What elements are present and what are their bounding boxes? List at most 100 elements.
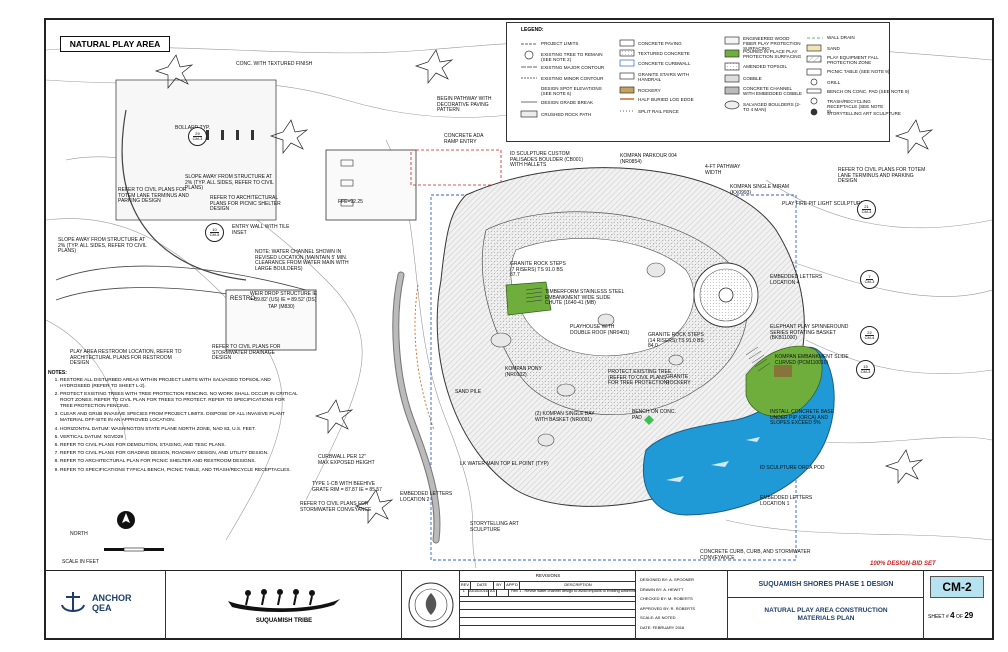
label-restroom: RESTRO	[230, 296, 256, 302]
label-kompan-single: KOMPAN SINGLE MIRAM (KX0993)	[730, 184, 790, 196]
legend-grade-break: DESIGN GRADE BREAK	[541, 100, 594, 105]
legend-sand: SAND	[827, 46, 840, 51]
canoe-logo-icon	[228, 589, 340, 612]
label-story-art: STORYTELLING ART SCULPTURE	[470, 521, 519, 533]
legend-bench: BENCH ON CONC. PAD (SEE NOTE 9)	[827, 89, 910, 94]
drawn-by: DRAWN BY: A. HEWITT	[640, 586, 684, 592]
legend-poured-in-place: POURED IN PLACE PLAY PROTECTION SURFACIN…	[743, 49, 802, 59]
label-begin-path: BEGIN PATHWAY WITH DECORATIVE PAVING PAT…	[437, 96, 492, 114]
revisions-title: REVISIONS	[535, 573, 561, 578]
legend-split-rail: SPLIT RAIL FENCE	[638, 109, 679, 114]
label-ffe: FFE=92.25	[338, 199, 363, 205]
label-pathway-width: 4-FT PATHWAY WIDTH	[705, 164, 741, 176]
company-logo-cell: ANCHOR QEA	[46, 571, 166, 639]
signature-block: DESIGNED BY: A. SPOONER DRAWN BY: A. HEW…	[636, 571, 728, 639]
label-refer-arch: REFER TO ARCHITECTURAL PLANS FOR PICNIC …	[210, 195, 281, 213]
legend-granite-stairs: GRANITE STAIRS WITH HANDRAIL	[638, 72, 689, 82]
rev-col-rev: REV	[460, 582, 471, 589]
legend-concrete-curbwall: CONCRETE CURBWALL	[638, 61, 691, 66]
approved-by: APPROVED BY: R. ROBERTS	[640, 605, 696, 611]
project-title: SUQUAMISH SHORES PHASE 1 DESIGN	[758, 581, 894, 588]
label-elephant: ELEPHANT PLAY SPINNEROUND SERIES ROTATIN…	[770, 324, 849, 342]
site-plan	[46, 20, 992, 568]
rev-col-description: DESCRIPTION	[564, 582, 592, 587]
legend-fall-protection: PLAY EQUIPMENT FALL PROTECTION ZONE	[827, 55, 879, 65]
legend-title: LEGEND:	[521, 27, 544, 33]
sheet-section-title: NATURAL PLAY AREA	[60, 36, 170, 52]
label-embedded-letters-4: EMBEDDED LETTERS LOCATION 4	[770, 274, 823, 286]
legend-rockery: ROCKERY	[638, 88, 661, 93]
revision-row: 1 03/10/2016 AS Rev 1 - Revise water cha…	[460, 589, 636, 597]
legend-wall-drain: WALL DRAIN	[827, 35, 855, 40]
notes-title: NOTES:	[48, 370, 67, 376]
label-tap: TAP (M830)	[268, 304, 295, 310]
note-item: REFER TO ARCHITECTURAL PLAN FOR PICNIC S…	[60, 459, 298, 465]
label-install-concrete: INSTALL CONCRETE BASE UNDER PIP (ORCA) A…	[770, 409, 834, 427]
seal-cell	[402, 571, 460, 639]
label-firepit: PLAY FIRE PIT LIGHT SCULPTURE	[782, 201, 864, 207]
sheet-num: 4	[950, 611, 955, 620]
legend-symbols	[520, 36, 823, 118]
label-embedded-letters-2: EMBEDDED LETTERS LOCATION 2	[400, 491, 453, 503]
label-water-main: LK WATER MAIN TOP EL POINT (TYP)	[460, 461, 549, 467]
sheet-border	[44, 18, 994, 640]
label-refer-civil-storm-2: REFER TO CIVIL PLANS FOR STORMWATER CONV…	[300, 501, 372, 513]
legend-trash: TRASH/RECYCLING RECEPTACLE (SEE NOTE 9)	[827, 99, 884, 114]
legend-concrete-paving: CONCRETE PAVING	[638, 41, 682, 46]
label-kompan-slide: KOMPAN EMBANKMENT SLIDE CURVED (PCM11001…	[775, 354, 849, 366]
plan-drawing	[46, 39, 992, 568]
rev-by: AS	[489, 589, 498, 596]
label-parkour: KOMPAN PARKOUR 004 (NR0854)	[620, 153, 677, 165]
design-bid-stamp: 100% DESIGN-BID SET	[870, 561, 936, 567]
label-kompan-bay: (2) KOMPAN SINGLE BAY WITH BASKET (NR009…	[535, 411, 595, 423]
note-item: VERTICAL DATUM: NGVD29	[60, 435, 298, 441]
label-palisades: ID SCULPTURE CUSTOM PALISADES BOULDER (C…	[510, 151, 583, 169]
label-granite-steps-2: GRANITE ROCK STEPS (14 RISERS) TS 91.0 B…	[648, 332, 704, 350]
label-protect-tree: PROTECT EXISTING TREE (REFER TO CIVIL PL…	[608, 369, 672, 387]
tribe-name: SUQUAMISH TRIBE	[255, 618, 313, 624]
tribe-logo-cell: SUQUAMISH TRIBE	[166, 571, 402, 639]
sheet-total: 29	[964, 611, 974, 620]
note-item: RESTORE ALL DISTURBED AREAS WITHIN PROJE…	[60, 378, 298, 390]
legend: LEGEND:	[506, 22, 909, 142]
label-sand-pile: SAND PILE	[455, 389, 482, 395]
label-granite-rockery: GRANITE ROCKERY	[666, 374, 691, 386]
legend-project-limits: PROJECT LIMITS	[541, 41, 579, 46]
general-notes: NOTES: RESTORE ALL DISTURBED AREAS WITHI…	[48, 370, 298, 476]
date-note: DATE: FEBRUARY 2016	[640, 624, 685, 630]
revisions-block: REVISIONS REV DATE BY APP'D DESCRIPTION …	[460, 571, 636, 639]
label-conc-textured: CONC. WITH TEXTURED FINISH	[236, 61, 313, 67]
rev-date: 03/10/2016	[469, 589, 489, 596]
sheet-prefix: SHEET #	[928, 614, 949, 620]
designed-by: DESIGNED BY: A. SPOONER	[640, 577, 695, 582]
label-bench-conc: BENCH ON CONC. PAD	[632, 409, 676, 421]
label-restroom-location: PLAY AREA RESTROOM LOCATION, REFER TO AR…	[70, 349, 182, 367]
legend-textured-concrete: TEXTURED CONCRETE	[638, 51, 690, 56]
legend-wood-fiber: ENGINEERED WOOD FIBER PLAY PROTECTION SU…	[743, 36, 801, 51]
label-scale: SCALE IN FEET	[62, 559, 99, 565]
note-item: HORIZONTAL DATUM: WASHINGTON STATE PLANE…	[60, 427, 298, 433]
legend-major-contour: EXISTING MAJOR CONTOUR	[541, 65, 605, 70]
company-name: ANCHOR QEA	[92, 593, 132, 613]
legend-picnic-table: PICNIC TABLE (SEE NOTE 9)	[827, 69, 890, 74]
sheet-number: SHEET # 4 OF 29	[928, 611, 973, 620]
legend-salvaged-boulders: SALVAGED BOULDERS (2-TO 4 MAN)	[743, 102, 801, 112]
anchor-icon	[61, 592, 85, 612]
sheet-of-label: OF	[955, 614, 963, 620]
legend-storytelling: STORYTELLING ART SCULPTURE	[827, 111, 901, 116]
label-timberform: TIMBERFORM STAINLESS STEEL EMBANKMENT WI…	[545, 289, 625, 307]
legend-crushed-rock: CRUSHED ROCK PATH	[541, 112, 592, 117]
note-item: REFER TO CIVIL PLANS FOR DEMOLITION, STA…	[60, 443, 298, 449]
note-item: REFER TO SPECIFICATIONS TYPICAL BENCH, P…	[60, 468, 298, 474]
label-ada-ramp: CONCRETE ADA RAMP ENTRY	[444, 133, 484, 145]
note-item: REFER TO CIVIL PLANS FOR GRADING DESIGN,…	[60, 451, 298, 457]
rev-appd	[497, 589, 510, 596]
label-curbwall: CURBWALL PER 12" MAX EXPOSED HEIGHT	[318, 454, 375, 466]
label-curb-conveyance: CONCRETE CURB, CURB, AND STORMWATER CONV…	[700, 549, 811, 561]
label-playhouse: PLAYHOUSE WITH DOUBLE ROOF (NR0401)	[570, 324, 630, 336]
note-item: PROTECT EXISTING TREES WITH TREE PROTECT…	[60, 392, 298, 410]
